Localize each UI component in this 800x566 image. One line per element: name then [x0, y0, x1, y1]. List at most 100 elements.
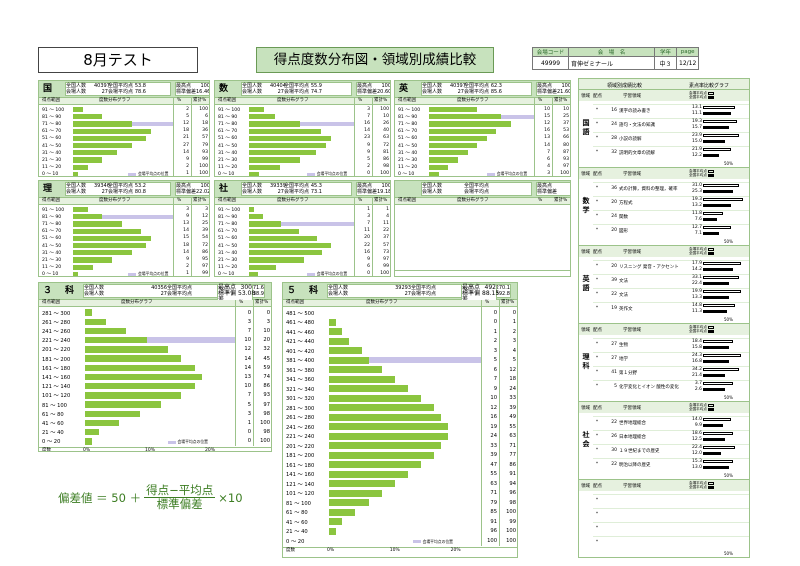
domain-item: *: [593, 494, 749, 508]
legend-national: 全国平均点: [689, 407, 707, 411]
cum-value: 10: [263, 327, 270, 334]
fifty-percent-label: 50%: [724, 473, 733, 478]
cum-value: 24: [509, 385, 516, 392]
national-rate-bar: [703, 310, 727, 313]
col-cum: 累計%: [193, 198, 207, 203]
stat2-0: 最高点: [218, 284, 237, 291]
distribution-bar: [73, 114, 103, 120]
pct-value: 5: [367, 156, 370, 162]
domain-item: *: [593, 522, 749, 536]
distribution-bar: [73, 150, 117, 156]
pct-value: 9: [493, 385, 497, 392]
distribution-bar: [85, 410, 141, 417]
column-header: 得点範囲度数分布グラフ%累計%: [283, 300, 517, 307]
pct-value: 9: [367, 142, 370, 148]
cum-value: 53: [563, 128, 569, 134]
legend-national: 全国平均点: [689, 95, 707, 99]
item-name: 英作文: [619, 307, 633, 312]
col-cum: 累計%: [501, 300, 515, 305]
stat2-2: 標準偏差: [357, 189, 378, 195]
legend-venue: 会場平均点: [689, 403, 707, 407]
cum-value: 3: [512, 338, 516, 345]
pct-value: 5: [493, 357, 497, 364]
pct-value: 9: [367, 149, 370, 155]
domain-graph-title: 素点率比較グラフ: [689, 83, 730, 89]
pct-value: 10: [544, 106, 550, 112]
range-label: 461 ～ 480: [286, 320, 315, 327]
domain-subject: 国 語: [582, 119, 590, 136]
pct-value: 0: [493, 319, 497, 326]
stat-3: 62.3: [490, 83, 502, 89]
legend-box: [707, 481, 714, 485]
venue-average-marker: [73, 214, 173, 219]
distribution-bar: [73, 228, 142, 234]
col-pct: %: [239, 300, 244, 305]
pct-value: 9: [186, 256, 189, 262]
pct-value: 33: [490, 442, 497, 449]
panel-stats-2: 最高点標準偏差: [536, 182, 570, 196]
domain-subject: 社 会: [582, 431, 590, 448]
col-range: 得点範囲: [42, 300, 60, 305]
cum-value: 18: [509, 376, 516, 383]
range-label: 0 ～ 10: [218, 272, 235, 277]
item-mark: *: [595, 498, 599, 503]
stat2-1: 100: [381, 183, 391, 189]
item-points: 24: [611, 214, 617, 219]
stat-7: 238.9: [249, 291, 264, 297]
cum-value: 87: [563, 149, 569, 155]
range-label: 51 ～ 60: [42, 236, 62, 242]
distribution-bar: [73, 221, 122, 227]
stat-1: 39339: [270, 183, 286, 189]
national-rate-bar: [703, 268, 733, 271]
cum-value: 100: [260, 419, 270, 426]
range-label: 81 ～ 90: [218, 214, 238, 220]
cum-value: 74: [263, 373, 270, 380]
pct-value: 9: [186, 213, 189, 219]
domain-subject: 理 科: [582, 353, 590, 370]
range-label: 81 ～ 90: [398, 114, 418, 120]
venue-rate-bar: [703, 354, 741, 357]
range-label: 281 ～ 300: [42, 310, 71, 317]
range-label: 241 ～ 260: [42, 328, 71, 335]
distribution-bar: [329, 451, 435, 459]
range-label: 281 ～ 300: [286, 405, 315, 412]
col-points: 配点: [593, 328, 602, 333]
range-label: 401 ～ 420: [286, 348, 315, 355]
panel-stats: 全国人数全国平均点会場人数会場平均点: [421, 182, 532, 196]
stat-4: 会場人数: [242, 89, 263, 95]
cum-value: 100: [380, 271, 389, 277]
stat-7: 85.6: [490, 89, 502, 95]
cum-value: 99: [202, 156, 208, 162]
distribution-bar: [73, 128, 151, 134]
legend-venue: 会場平均点: [689, 91, 707, 95]
col-area: 学習領域: [623, 328, 641, 333]
pct-value: 0: [247, 438, 251, 445]
pct-value: 18: [183, 242, 189, 248]
stat-2: 全国平均点: [464, 183, 490, 189]
item-mark: *: [595, 186, 599, 191]
pct-value: 0: [247, 429, 251, 436]
national-rate-bar: [703, 296, 729, 299]
item-name: １９世紀までの歴史: [619, 449, 660, 454]
pct-value: 16: [544, 128, 550, 134]
item-mark: *: [595, 108, 599, 113]
range-label: 11 ～ 20: [218, 265, 238, 271]
domain-legend: 会場平均点全国平均点: [689, 403, 714, 411]
item-mark: *: [595, 462, 599, 467]
distribution-bar: [329, 328, 343, 336]
distribution-bar: [429, 128, 497, 134]
distribution-bar: [329, 518, 343, 526]
range-label: 381 ～ 400: [286, 358, 315, 365]
